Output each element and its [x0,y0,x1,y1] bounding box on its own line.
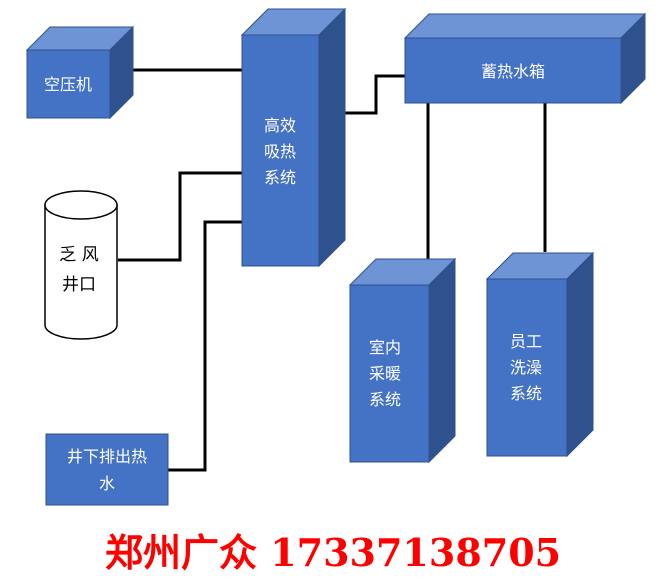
edge-shaft-absorber [118,171,242,262]
mine-drainage-label-1: 井下排出热 [67,447,147,466]
edge-drainage-absorber [168,220,242,472]
return-air-shaft-label-1: 乏 风 [59,245,98,265]
air-compressor-box: 空压机 [25,25,135,120]
heat-storage-tank-label: 蓄热水箱 [481,62,545,81]
return-air-shaft-label-2: 井口 [62,275,96,295]
edge-absorber-tank [345,74,405,115]
staff-bathing-label-2: 洗澡 [510,358,542,377]
staff-bathing-box: 员工 洗澡 系统 [485,251,595,458]
efficient-absorber-box: 高效 吸热 系统 [240,7,347,268]
connectors [118,68,547,472]
indoor-heating-label-3: 系统 [369,390,401,409]
indoor-heating-label-2: 采暖 [369,364,401,383]
efficient-absorber-label-1: 高效 [264,116,296,135]
mine-drainage-box: 井下排出热 水 [45,433,169,506]
staff-bathing-label-1: 员工 [510,332,542,351]
mine-drainage-label-2: 水 [99,474,115,493]
efficient-absorber-label-3: 系统 [264,168,296,187]
indoor-heating-box: 室内 采暖 系统 [348,257,457,464]
return-air-shaft-cylinder: 乏 风 井口 [44,190,118,340]
air-compressor-label: 空压机 [44,75,92,94]
staff-bathing-label-3: 系统 [510,384,542,403]
indoor-heating-label-1: 室内 [369,338,401,357]
efficient-absorber-label-2: 吸热 [264,142,296,161]
watermark-text: 郑州广众 17337138705 [105,530,561,575]
heat-storage-tank-box: 蓄热水箱 [403,12,647,105]
